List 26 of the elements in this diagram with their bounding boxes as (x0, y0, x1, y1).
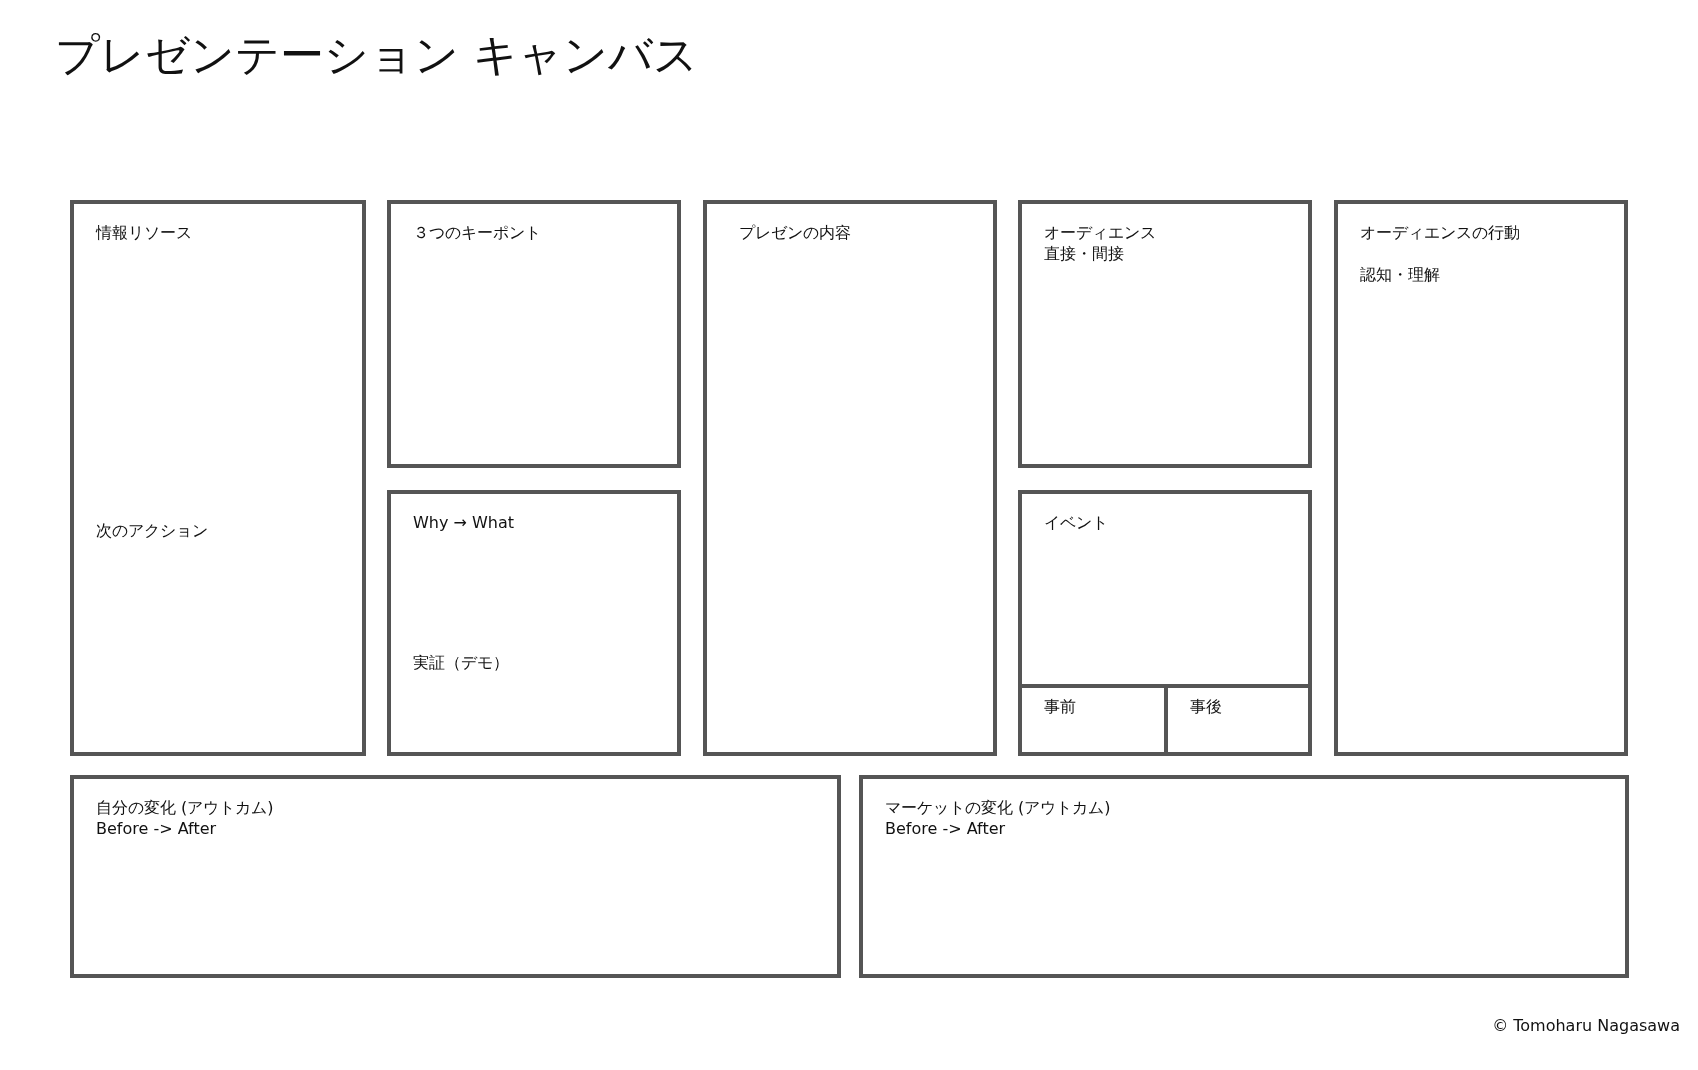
panel-heading: ３つのキーポント (413, 222, 541, 243)
copyright-note: © Tomoharu Nagasawa (1492, 1016, 1680, 1035)
panel-heading: Why → What (413, 512, 515, 533)
canvas-panel (70, 200, 366, 756)
panel-heading: イベント (1044, 512, 1108, 533)
panel-heading: プレゼンの内容 (739, 222, 851, 243)
title: プレゼンテーション キャンバス (55, 28, 698, 82)
panel-heading: 事前 (1044, 696, 1076, 717)
panel-subheading: 実証（デモ） (413, 652, 509, 673)
panel-subheading: 直接・間接 (1044, 243, 1124, 264)
panel-subheading: 認知・理解 (1360, 264, 1440, 285)
panel-heading: 自分の変化 (アウトカム) Before -> After (96, 797, 275, 839)
canvas-panel (1018, 200, 1312, 468)
panel-heading: 情報リソース (96, 222, 192, 243)
panel-heading: 事後 (1190, 696, 1222, 717)
canvas-panel (387, 200, 681, 468)
canvas-panel (387, 490, 681, 756)
canvas-panel (1018, 490, 1312, 756)
panel-subheading: 次のアクション (96, 520, 208, 541)
panel-heading: オーディエンスの行動 (1360, 222, 1520, 243)
canvas-panel (70, 775, 841, 978)
canvas-panel (703, 200, 997, 756)
panel-heading: オーディエンス (1044, 222, 1156, 243)
canvas-panel (1334, 200, 1628, 756)
panel-heading: マーケットの変化 (アウトカム) Before -> After (885, 797, 1112, 839)
canvas-panel (859, 775, 1629, 978)
